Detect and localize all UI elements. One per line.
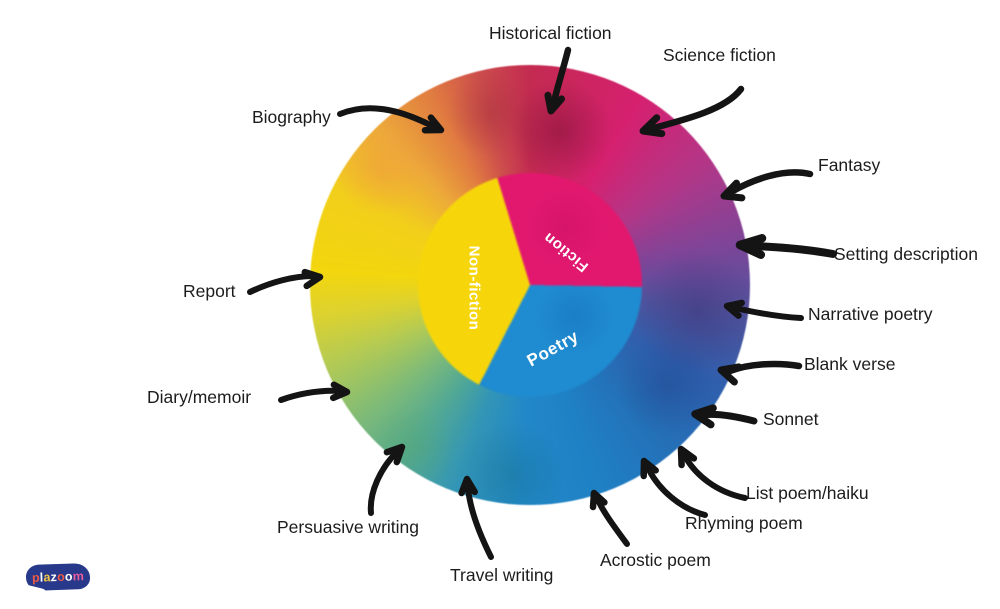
callout-persuasive-writing: Persuasive writing — [277, 517, 419, 537]
callout-science-fiction: Science fiction — [663, 45, 776, 65]
callout-rhyming-poem: Rhyming poem — [685, 513, 803, 533]
arrow-report — [247, 268, 324, 295]
arrow-sonnet — [691, 404, 758, 429]
callout-historical-fiction: Historical fiction — [489, 23, 612, 43]
arrow-narrative-poetry — [723, 299, 804, 321]
genre-wheel — [310, 65, 750, 505]
plazoom-logo: plazoom — [25, 562, 91, 592]
arrow-fantasy — [720, 169, 814, 202]
callout-report: Report — [183, 281, 236, 301]
plazoom-logo-text: plazoom — [32, 568, 85, 585]
arrow-acrostic-poem — [589, 489, 630, 547]
wheel-center-disc — [418, 173, 642, 397]
callout-diary-memoir: Diary/memoir — [147, 387, 252, 407]
arrow-persuasive-writing — [367, 443, 406, 516]
callout-travel-writing: Travel writing — [450, 565, 554, 585]
arrow-historical-fiction — [544, 46, 572, 115]
logo-letter: m — [72, 568, 85, 584]
callout-sonnet: Sonnet — [763, 409, 819, 429]
arrow-setting-description — [735, 234, 837, 259]
callout-biography: Biography — [252, 107, 331, 127]
arrow-list-poem-haiku — [677, 445, 748, 501]
arrow-biography — [337, 105, 445, 134]
callout-list-poem-haiku: List poem/haiku — [746, 483, 869, 503]
callout-blank-verse: Blank verse — [804, 354, 896, 374]
arrow-science-fiction — [639, 85, 745, 138]
callout-fantasy: Fantasy — [818, 155, 881, 175]
callout-setting-description: Setting description — [834, 244, 978, 264]
callout-narrative-poetry: Narrative poetry — [808, 304, 933, 324]
arrow-diary-memoir — [278, 381, 351, 403]
arrow-blank-verse — [717, 360, 803, 386]
callout-acrostic-poem: Acrostic poem — [600, 550, 711, 570]
arrow-rhyming-poem — [640, 457, 708, 518]
arrow-travel-writing — [458, 475, 494, 560]
